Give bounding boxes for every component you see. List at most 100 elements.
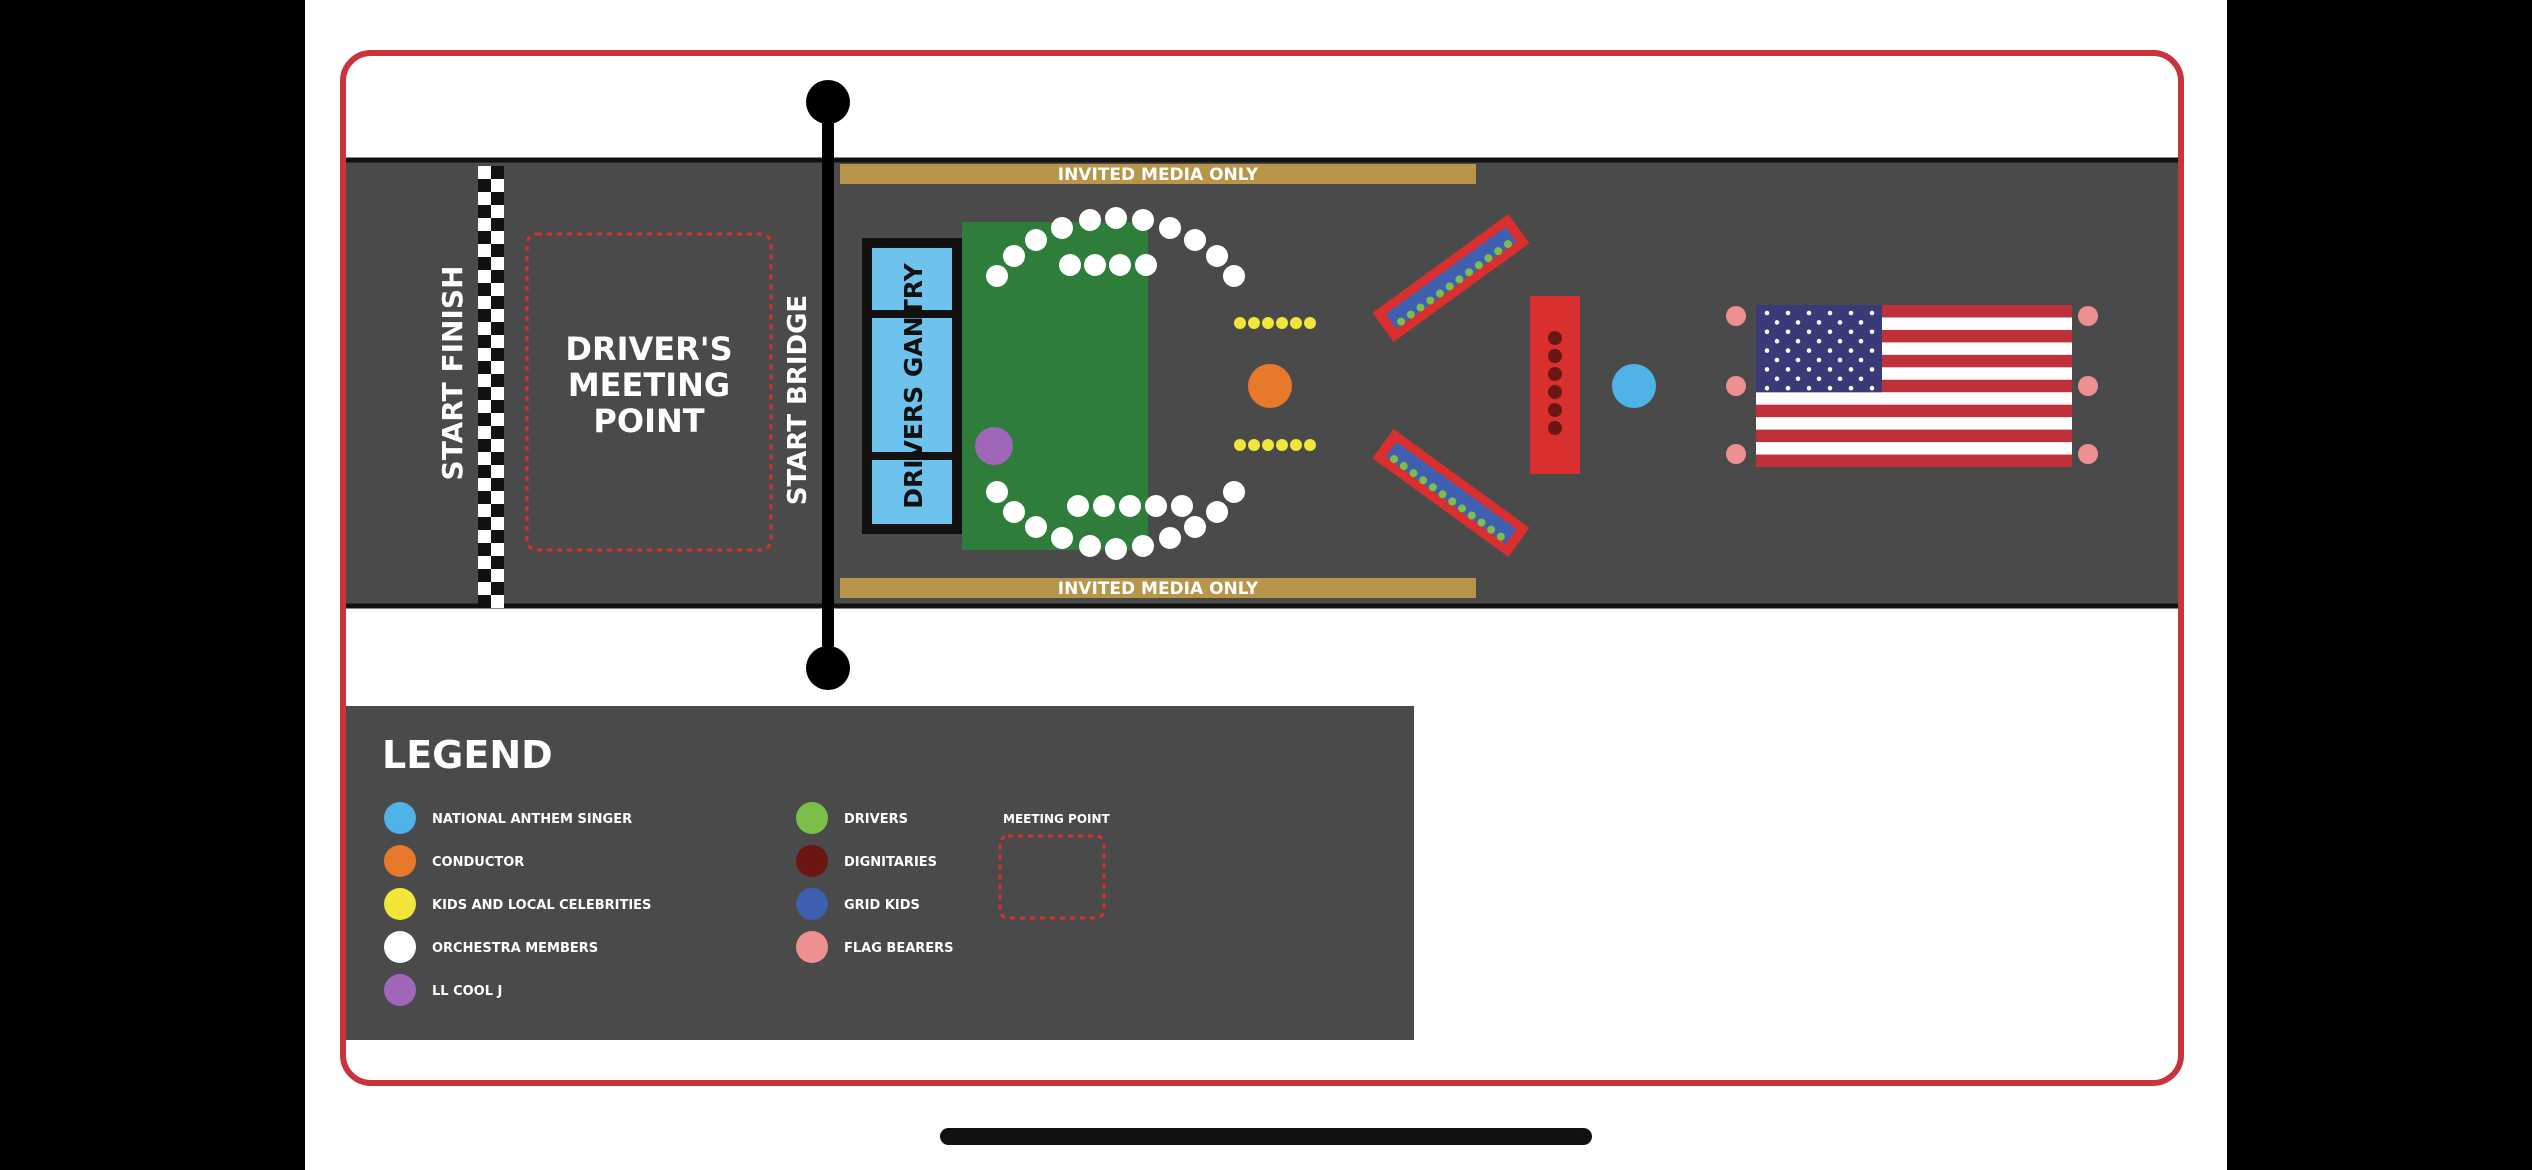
driver — [1428, 483, 1437, 492]
orchestra-member — [1109, 254, 1131, 276]
grid-kid — [1438, 272, 1447, 281]
orchestra-member — [1119, 495, 1141, 517]
flag-star — [1806, 367, 1812, 372]
meeting-point-line3: POINT — [593, 402, 704, 440]
kids-celebrity — [1290, 439, 1302, 451]
flag-stripe — [1756, 429, 2072, 443]
american-flag — [1756, 305, 2072, 467]
flag-star — [1858, 376, 1864, 382]
checker-square — [491, 491, 504, 504]
flag-star — [1816, 338, 1822, 344]
kids-celebrity — [1248, 439, 1260, 451]
checkered-finish-line — [478, 166, 504, 608]
dignitary — [1548, 349, 1562, 363]
grid-kid — [1426, 466, 1435, 475]
grid-kid — [1390, 307, 1399, 316]
checker-square — [491, 556, 504, 569]
checker-square — [491, 218, 504, 231]
start-bridge-top-post — [806, 80, 850, 124]
checker-square — [491, 504, 504, 517]
grid-kid — [1445, 480, 1454, 489]
riser-top — [1372, 214, 1530, 342]
checker-square — [491, 543, 504, 556]
home-indicator[interactable] — [940, 1128, 1592, 1145]
kids-celebrity — [1234, 439, 1246, 451]
flag-star — [1837, 376, 1843, 382]
driver — [1399, 462, 1408, 471]
checker-square — [478, 296, 491, 309]
orchestra-member — [1171, 495, 1193, 517]
flag-stripe — [1756, 404, 2072, 418]
riser-bottom — [1372, 429, 1530, 557]
driver — [1474, 261, 1483, 270]
orchestra-member — [1184, 229, 1206, 251]
gantry-panel-bottom — [872, 460, 952, 524]
checker-square — [478, 465, 491, 478]
legend-label: DIGNITARIES — [844, 855, 937, 870]
orchestra-member — [1223, 481, 1245, 503]
checker-square — [478, 582, 491, 595]
flag-star — [1785, 348, 1791, 353]
checker-square — [478, 322, 491, 335]
checker-square — [478, 309, 491, 322]
orchestra-member — [1159, 217, 1181, 239]
orchestra-member — [986, 265, 1008, 287]
checker-square — [491, 439, 504, 452]
checker-square — [478, 348, 491, 361]
driver — [1503, 240, 1512, 249]
checker-square — [491, 283, 504, 296]
flag-bearer — [1726, 376, 1746, 396]
grid-kid — [1484, 508, 1493, 517]
flag-star — [1869, 348, 1875, 353]
orchestra-member — [1159, 527, 1181, 549]
orchestra-member — [1093, 495, 1115, 517]
checker-square — [491, 179, 504, 192]
grid-kid — [1503, 522, 1512, 531]
driver — [1390, 455, 1399, 464]
orchestra-member — [986, 481, 1008, 503]
driver — [1419, 476, 1428, 485]
flag-star — [1837, 320, 1843, 325]
flag-bearer — [2078, 444, 2098, 464]
national-anthem-singer — [1612, 364, 1656, 408]
flag-star — [1764, 385, 1770, 391]
legend-label: DRIVERS — [844, 812, 908, 827]
flag-star — [1764, 367, 1770, 372]
flag-star — [1785, 329, 1791, 335]
orchestra-member — [1145, 495, 1167, 517]
flag-bearers — [1726, 306, 2098, 464]
flag-bearer — [2078, 306, 2098, 326]
flag-star — [1837, 338, 1843, 344]
orchestra-member — [1051, 527, 1073, 549]
flag-star — [1816, 320, 1822, 325]
orchestra-member — [1079, 535, 1101, 557]
driver — [1467, 511, 1476, 520]
legend-swatch — [384, 845, 416, 877]
checker-square — [478, 478, 491, 491]
driver — [1409, 469, 1418, 478]
flag-star — [1785, 367, 1791, 372]
kids-celebrity — [1276, 317, 1288, 329]
grid-kid — [1406, 452, 1415, 461]
flag-star — [1848, 367, 1854, 372]
flag-star — [1827, 329, 1833, 335]
kids-celebrity — [1290, 317, 1302, 329]
orchestra-member — [1223, 265, 1245, 287]
checker-square — [478, 231, 491, 244]
grid-kid — [1416, 459, 1425, 468]
checker-square — [491, 270, 504, 283]
checker-square — [478, 491, 491, 504]
flag-star — [1795, 338, 1801, 344]
flag-star — [1774, 357, 1780, 363]
legend-label: ORCHESTRA MEMBERS — [432, 941, 598, 956]
driver — [1477, 518, 1486, 527]
orchestra-member — [1105, 538, 1127, 560]
legend-swatch — [796, 931, 828, 963]
drivers-meeting-point-box — [525, 232, 773, 552]
checker-square — [491, 582, 504, 595]
checker-square — [478, 569, 491, 582]
flag-star — [1806, 348, 1812, 353]
checker-square — [478, 166, 491, 179]
orchestra-member — [1079, 209, 1101, 231]
